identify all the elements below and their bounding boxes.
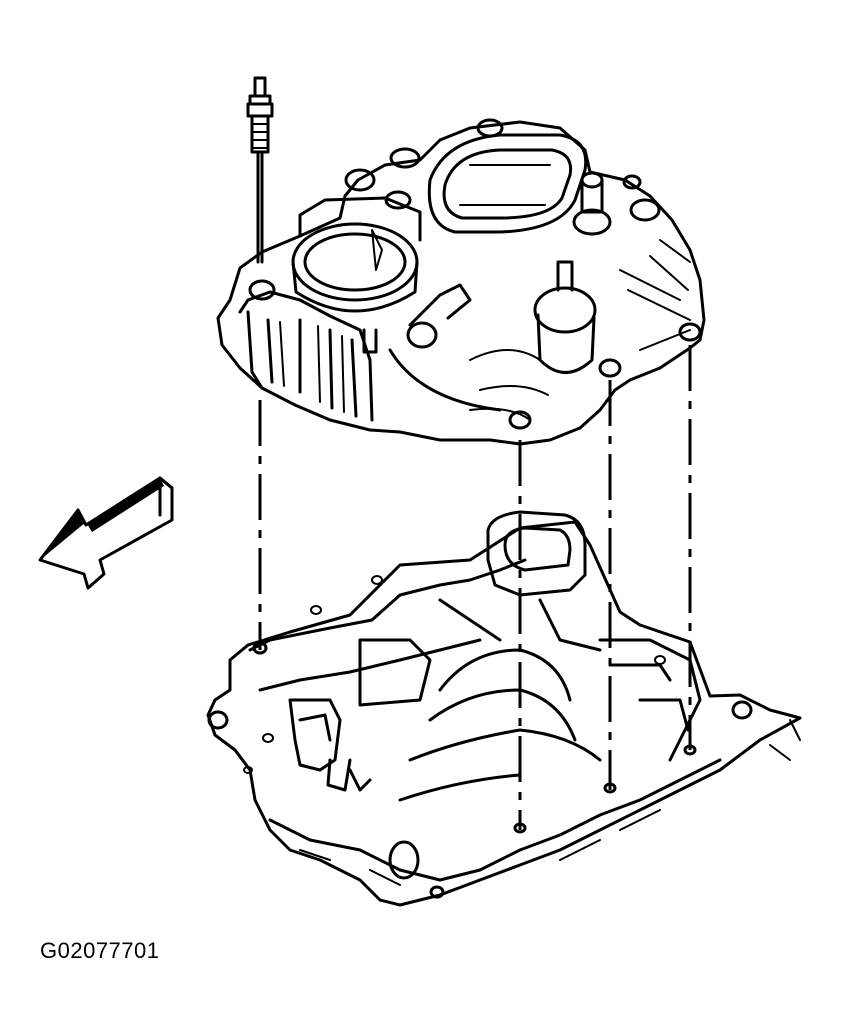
mounting-bolt — [246, 76, 274, 264]
front-direction-arrow-icon — [38, 476, 174, 590]
alignment-guide-lines — [258, 345, 692, 830]
figure-id-label: G02077701 — [40, 938, 160, 963]
lower-intake-manifold — [206, 510, 802, 907]
upper-intake-manifold — [216, 118, 706, 446]
